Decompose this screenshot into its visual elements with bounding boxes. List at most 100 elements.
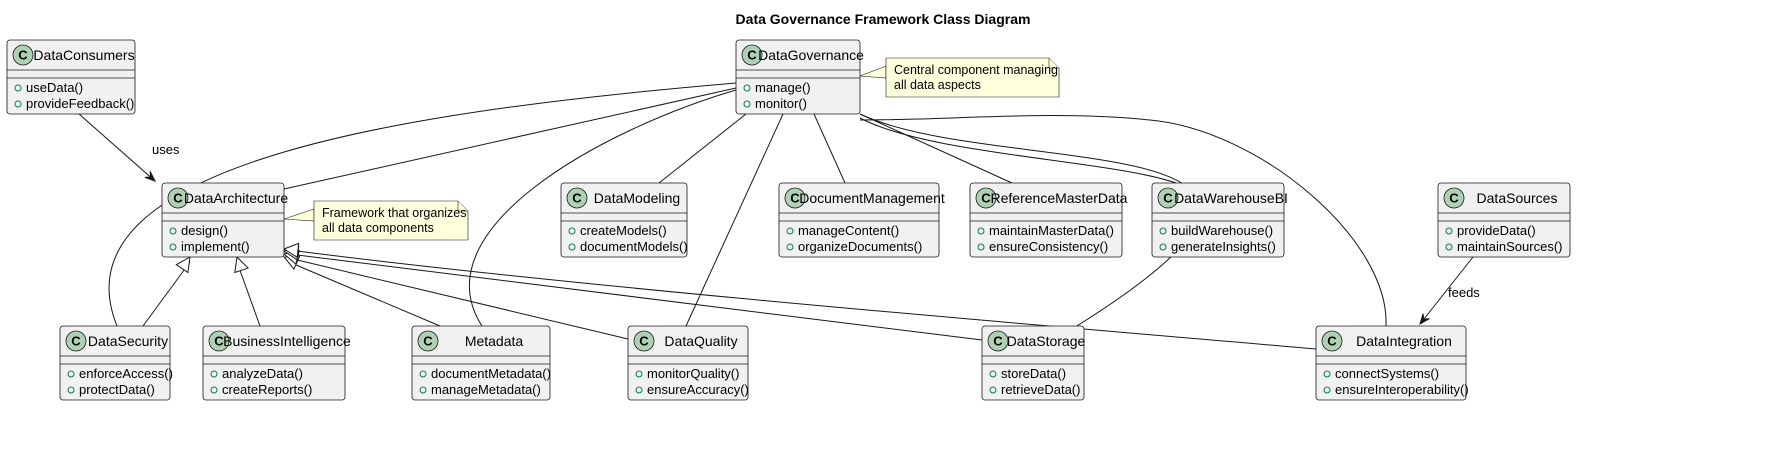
class-data-security[interactable]: C DataSecurity enforceAccess()protectData(…: [59, 325, 173, 401]
class-name: DocumentManagement: [799, 190, 945, 206]
class-method: design(): [181, 223, 228, 238]
class-data-sources[interactable]: C DataSources provideData()maintainSources…: [1437, 182, 1571, 258]
relation-label: feeds: [1448, 285, 1480, 300]
public-visibility-icon: [14, 84, 22, 92]
class-stereotype-letter: C: [71, 334, 81, 349]
class-method: provideFeedback(): [26, 96, 134, 111]
class-stereotype-letter: C: [423, 334, 433, 349]
class-name: DataWarehouseBI: [1174, 190, 1288, 206]
class-stereotype-letter: C: [214, 334, 224, 349]
class-stereotype-icon: [633, 330, 655, 352]
association-line: [813, 113, 846, 184]
class-stereotype-icon: [1157, 187, 1179, 209]
class-name: Metadata: [465, 333, 524, 349]
class-name: DataSources: [1477, 190, 1558, 206]
public-visibility-icon: [1445, 227, 1453, 235]
class-stereotype-letter: C: [790, 191, 800, 206]
class-name: DataArchitecture: [184, 190, 288, 206]
class-method: createReports(): [222, 382, 312, 397]
relation-data-governance-to-data-security: [108, 82, 737, 327]
class-box: [778, 182, 940, 258]
public-visibility-icon: [743, 100, 751, 108]
association-line: [685, 113, 784, 327]
class-method: documentModels(): [580, 239, 688, 254]
class-name: DataSecurity: [88, 333, 168, 349]
relation-data-security-to-data-architecture: [142, 256, 191, 327]
class-method: analyzeData(): [222, 366, 303, 381]
inheritance-line: [142, 261, 191, 327]
note-connector: [859, 65, 887, 79]
class-method: organizeDocuments(): [798, 239, 922, 254]
class-method: enforceAccess(): [79, 366, 173, 381]
class-method: manageContent(): [798, 223, 899, 238]
class-box: [969, 182, 1123, 258]
class-method: retrieveData(): [1001, 382, 1080, 397]
public-visibility-icon: [989, 386, 997, 394]
class-method: ensureConsistency(): [989, 239, 1108, 254]
association-line: [108, 82, 737, 327]
class-name: DataStorage: [1007, 333, 1086, 349]
note-fold: [1048, 58, 1059, 69]
public-visibility-icon: [786, 227, 794, 235]
class-stereotype-letter: C: [1449, 191, 1459, 206]
class-box: [59, 325, 171, 401]
public-visibility-icon: [743, 84, 751, 92]
public-visibility-icon: [419, 370, 427, 378]
class-method: manage(): [755, 80, 811, 95]
relation-data-integration-to-data-architecture: [282, 242, 1317, 350]
diagram-title: Data Governance Framework Class Diagram: [736, 11, 1031, 27]
association-line: [859, 113, 1201, 341]
class-method: provideData(): [1457, 223, 1536, 238]
dependency-line: [78, 113, 156, 182]
inheritance-arrowhead: [282, 242, 300, 259]
public-visibility-icon: [977, 243, 985, 251]
class-stereotype-icon: [417, 330, 439, 352]
class-stereotype-icon: [1443, 187, 1465, 209]
class-stereotype-letter: C: [981, 191, 991, 206]
relation-data-governance-to-document-management: [813, 113, 846, 184]
relation-metadata-to-data-architecture: [282, 255, 441, 327]
public-visibility-icon: [1159, 227, 1167, 235]
note-fold: [457, 201, 468, 212]
class-method: maintainSources(): [1457, 239, 1563, 254]
class-stereotype-icon: [1321, 330, 1343, 352]
class-box: [202, 325, 346, 401]
class-box: [411, 325, 551, 401]
class-stereotype-letter: C: [993, 334, 1003, 349]
class-stereotype-icon: [975, 187, 997, 209]
class-method: protectData(): [79, 382, 155, 397]
class-name: DataQuality: [664, 333, 737, 349]
relation-business-intelligence-to-data-architecture: [234, 255, 261, 327]
inheritance-arrowhead: [175, 256, 191, 274]
public-visibility-icon: [1159, 243, 1167, 251]
class-name: DataModeling: [594, 190, 680, 206]
class-name: ReferenceMasterData: [991, 190, 1128, 206]
public-visibility-icon: [568, 243, 576, 251]
public-visibility-icon: [989, 370, 997, 378]
public-visibility-icon: [786, 243, 794, 251]
relation-data-governance-to-reference-master-data: [859, 113, 1013, 184]
class-box: [560, 182, 688, 258]
note-text-line: Central component managing: [894, 63, 1058, 77]
class-method: connectSystems(): [1335, 366, 1439, 381]
relation-data-governance-to-data-quality: [685, 113, 784, 327]
inheritance-arrowhead: [234, 255, 249, 274]
note-text-line: all data components: [322, 221, 434, 235]
note-text-line: all data aspects: [894, 78, 981, 92]
